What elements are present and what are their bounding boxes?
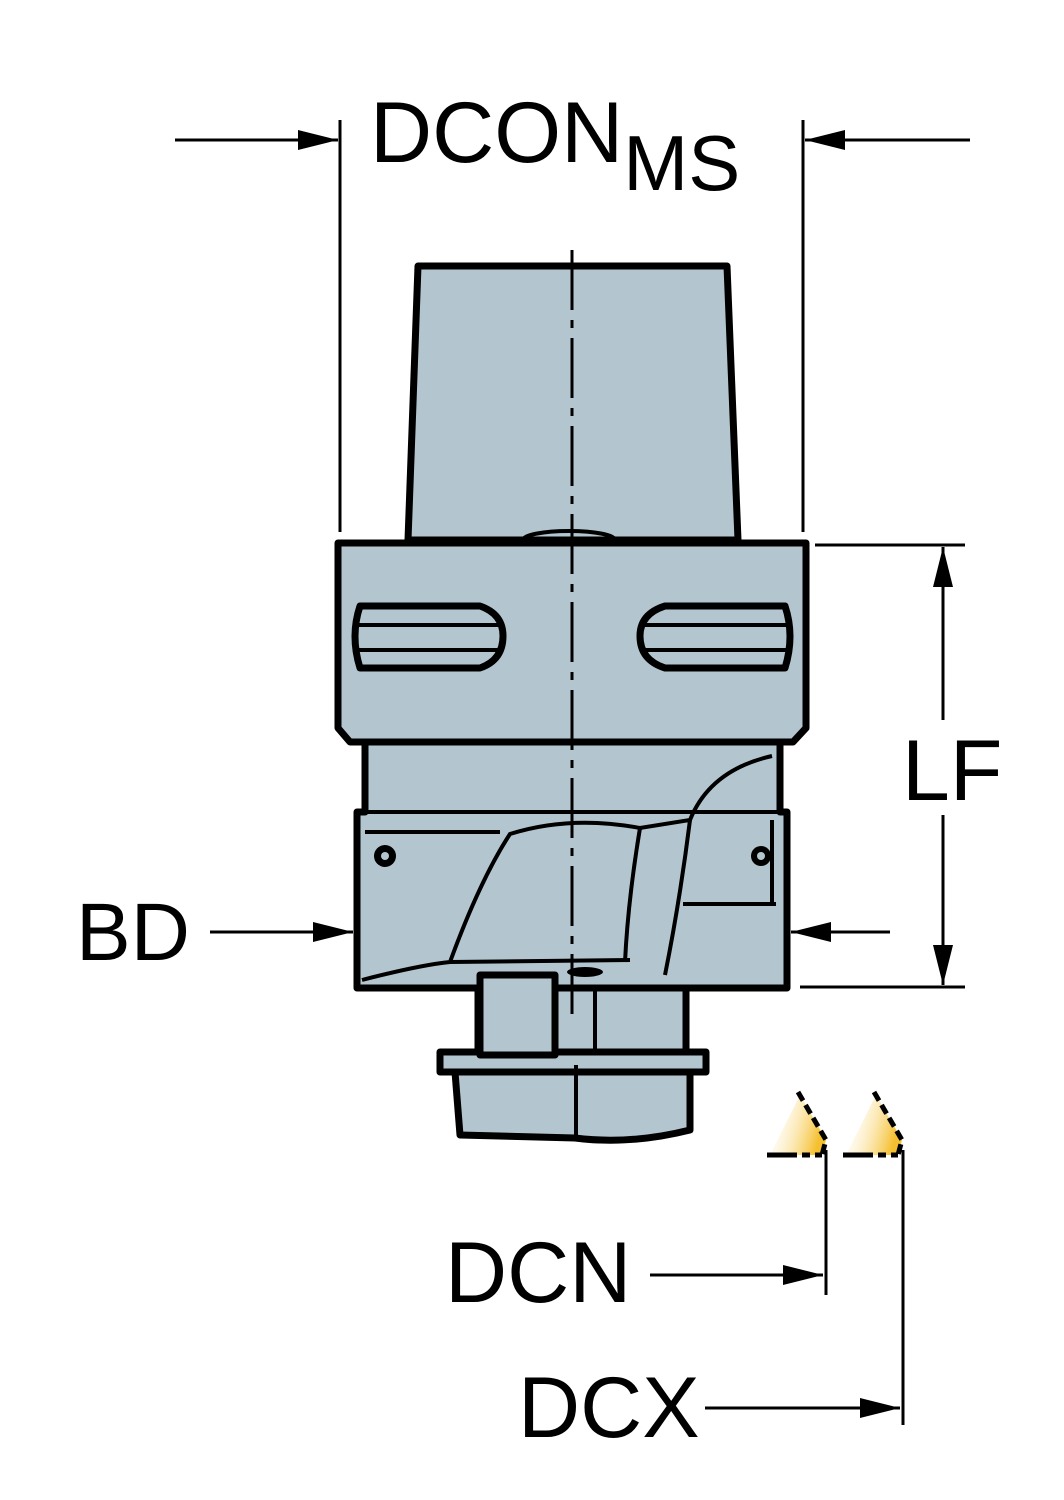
dcx-label: DCX (518, 1360, 700, 1456)
dcx-dimension: DCX (518, 1150, 905, 1456)
lf-dimension: LF (800, 543, 1002, 989)
bd-label: BD (76, 887, 190, 978)
right-slot (636, 602, 794, 672)
dcn-dimension: DCN (445, 1150, 828, 1321)
dcon-dimension: DCONMS (175, 85, 970, 532)
lf-label: LF (902, 723, 1002, 819)
dcon-label: DCONMS (370, 85, 740, 207)
cutter-body (353, 738, 791, 992)
dcn-label: DCN (445, 1225, 631, 1321)
bd-dimension: BD (76, 887, 890, 978)
insert-icons (767, 1090, 905, 1158)
bottom-coupling (436, 971, 710, 1144)
left-slot (351, 602, 507, 672)
